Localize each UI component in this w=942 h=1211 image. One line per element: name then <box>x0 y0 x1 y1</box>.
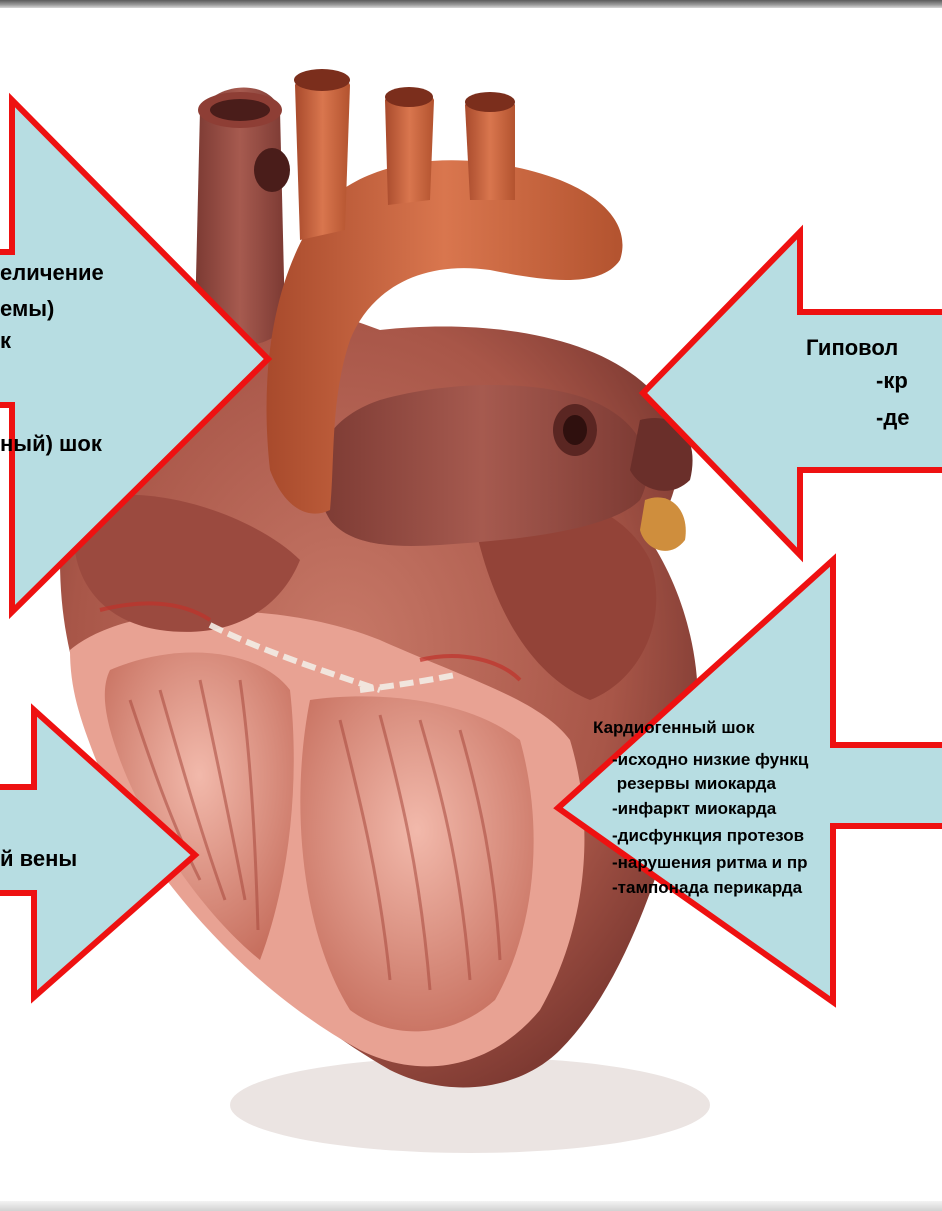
slide-bottom-border <box>0 1201 942 1211</box>
vena-cava-lumen <box>210 99 270 121</box>
label-top-right-line3: -де <box>876 405 910 432</box>
label-top-left-line2: емы) <box>0 296 54 323</box>
pulmonary-trunk <box>316 385 647 546</box>
label-top-right-line1: Гиповол <box>806 335 898 362</box>
label-bottom-right-line3: резервы миокарда <box>612 774 776 795</box>
right-chamber-cavity <box>300 696 533 1031</box>
artery-lumen-1 <box>294 69 350 91</box>
label-bottom-right-line4: -инфаркт миокарда <box>612 799 776 820</box>
label-top-right-line2: -кр <box>876 368 908 395</box>
vessel-opening-left <box>254 148 290 192</box>
label-top-left-line1: еличение <box>0 260 104 287</box>
label-top-left-line3: к <box>0 328 11 355</box>
artery-lumen-3 <box>465 92 515 112</box>
label-bottom-right-line7: -тампонада перикарда <box>612 878 802 899</box>
artery-lumen-2 <box>385 87 433 107</box>
vessel-lumen-right <box>563 415 587 445</box>
label-bottom-right-line5: -дисфункция протезов <box>612 826 804 847</box>
label-bottom-left-line1: й вены <box>0 846 77 873</box>
brachiocephalic-artery <box>295 74 350 240</box>
left-carotid-artery <box>385 91 434 205</box>
label-bottom-right-title: Кардиогенный шок <box>593 718 754 739</box>
label-bottom-right-line6: -нарушения ритма и пр <box>612 853 808 874</box>
label-top-left-line4: ный) шок <box>0 431 102 458</box>
label-bottom-right-line2: -исходно низкие функц <box>612 750 808 771</box>
